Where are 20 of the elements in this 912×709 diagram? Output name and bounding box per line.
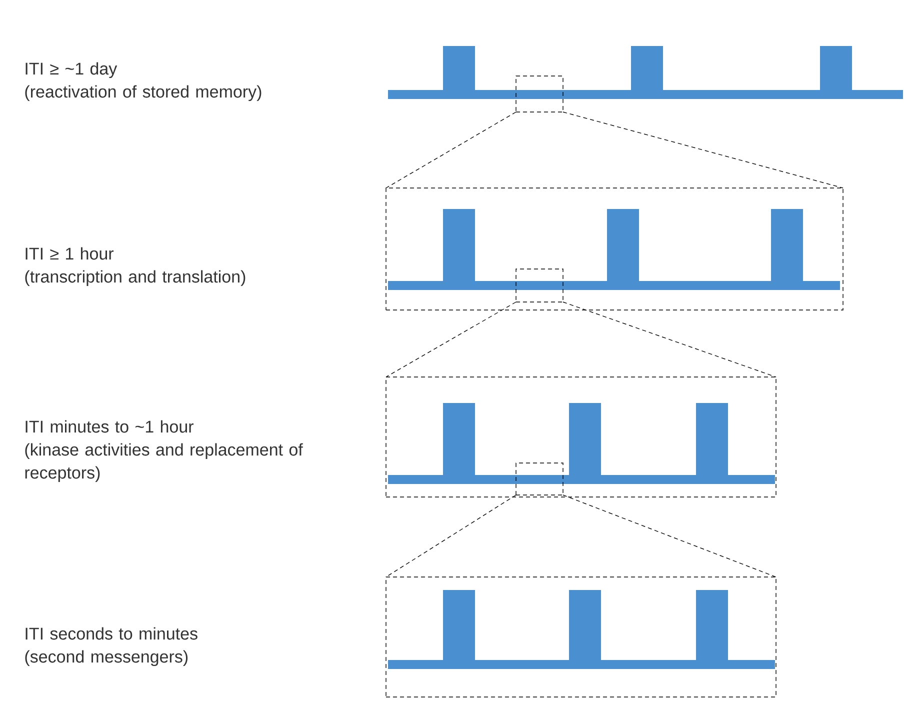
zoom-line bbox=[386, 494, 516, 578]
label-text: ITI seconds to minutes bbox=[26, 627, 198, 640]
zoom-box bbox=[516, 462, 564, 496]
zoom-line bbox=[386, 112, 516, 188]
label-text: (kinase activities and replacement of receptors) bbox=[25, 443, 303, 482]
label-text: (transcription and translation) bbox=[25, 270, 246, 286]
zoom-line bbox=[386, 302, 516, 378]
zoom-box bbox=[386, 376, 776, 498]
zoom-box bbox=[386, 576, 776, 698]
label-text: ITI minutes to ~1 hour bbox=[26, 420, 194, 433]
label-text: (second messengers) bbox=[25, 650, 188, 666]
zoom-line bbox=[562, 494, 776, 578]
zoom-box bbox=[516, 268, 564, 302]
label-text: ITI ≥ ~1 day bbox=[26, 62, 118, 78]
zoom-line bbox=[562, 112, 844, 188]
zoom-box bbox=[516, 76, 564, 112]
zoom-line bbox=[562, 302, 776, 378]
zoom-box bbox=[386, 188, 844, 310]
label-text: (reactivation of stored memory) bbox=[25, 85, 262, 102]
label-text: ITI ≥ 1 hour bbox=[26, 247, 114, 260]
